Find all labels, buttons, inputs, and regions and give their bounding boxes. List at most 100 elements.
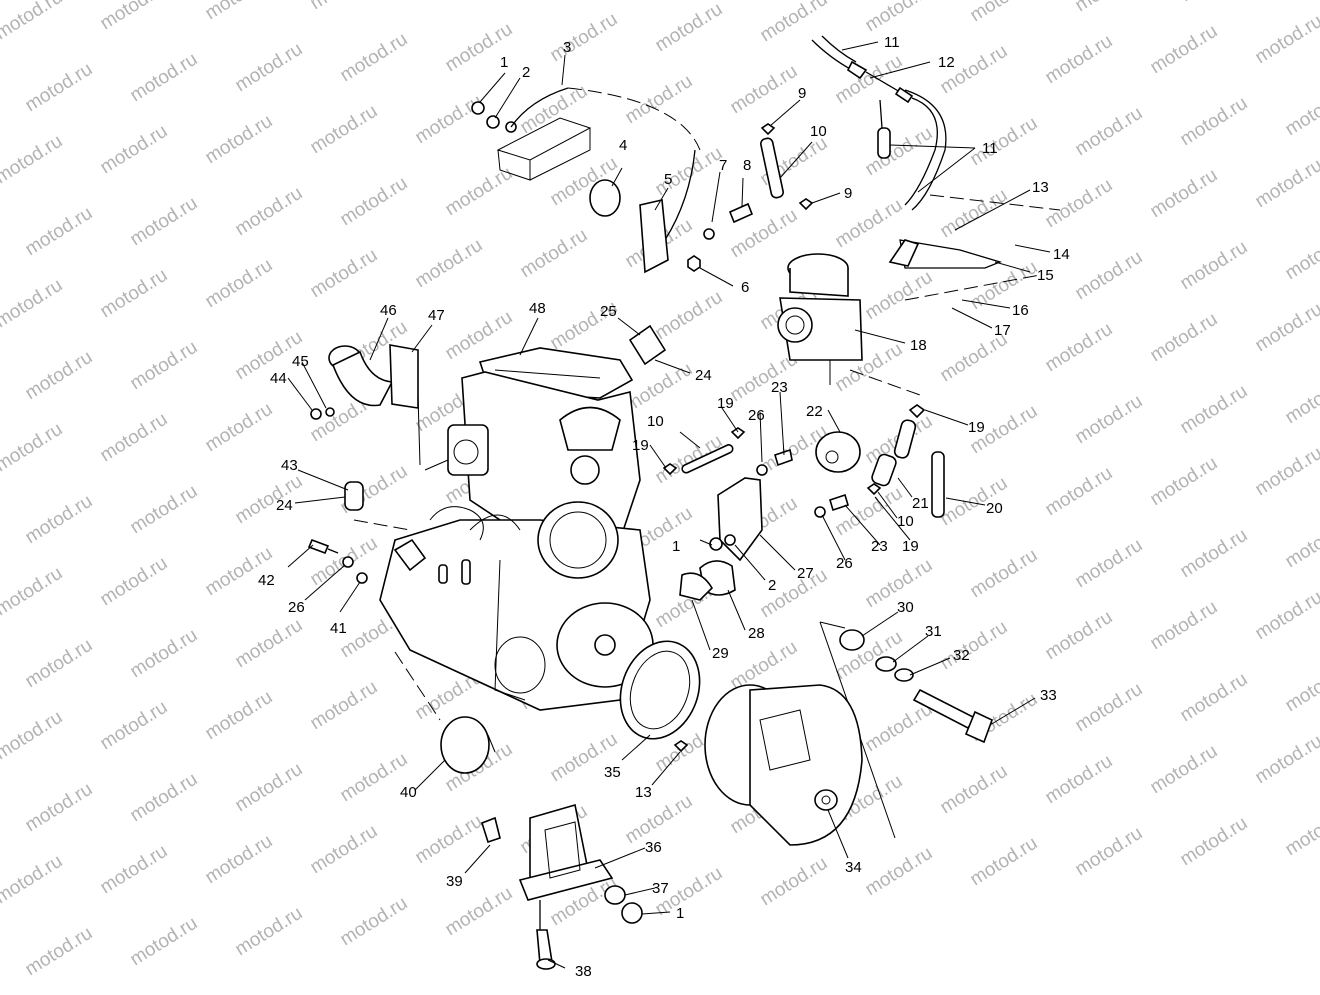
callout-39: 39 [446,873,463,890]
watermark-text: motod.ru [862,267,937,325]
watermark-text: motod.ru [232,759,307,817]
watermark-text: motod.ru [652,287,727,345]
callout-26: 26 [836,555,853,572]
watermark-text: motod.ru [97,265,172,323]
callout-13: 13 [635,784,652,801]
watermark-text: motod.ru [1177,381,1252,439]
watermark-text: motod.ru [412,91,487,149]
callout-1: 1 [676,905,684,922]
watermark-text: motod.ru [442,883,517,941]
callout-44: 44 [270,370,287,387]
watermark-text: motod.ru [97,841,172,899]
callout-19: 19 [717,395,734,412]
callout-34: 34 [845,859,862,876]
watermark-text: motod.ru [307,245,382,303]
watermark-text: motod.ru [1177,237,1252,295]
watermark-text: motod.ru [1147,597,1222,655]
callout-10: 10 [810,123,827,140]
callout-3: 3 [563,39,571,56]
callout-26: 26 [748,407,765,424]
watermark-text: motod.ru [202,399,277,457]
watermark-text: motod.ru [1282,83,1320,141]
watermark-text: motod.ru [22,923,97,981]
lower-mount-assembly [394,651,643,970]
watermark-text: motod.ru [97,409,172,467]
callout-7: 7 [719,157,727,174]
plug-cap-upper [628,324,667,366]
watermark-text: motod.ru [517,225,592,283]
watermark-text: motod.ru [232,183,307,241]
callout-38: 38 [575,963,592,980]
callout-14: 14 [1053,246,1070,263]
watermark-text: motod.ru [1282,371,1320,429]
callout-15: 15 [1037,267,1054,284]
watermark-text: motod.ru [0,707,66,765]
watermark-text: motod.ru [757,0,832,46]
callout-31: 31 [925,623,942,640]
callout-43: 43 [281,457,298,474]
watermark-text: motod.ru [202,111,277,169]
right-hoses [849,369,945,518]
watermark-text: motod.ru [622,359,697,417]
watermark-text: motod.ru [1177,93,1252,151]
watermark-text: motod.ru [97,0,172,34]
watermark-text: motod.ru [937,761,1012,819]
watermark-text: motod.ru [1282,803,1320,861]
watermark-text: motod.ru [97,121,172,179]
callout-11: 11 [982,140,998,157]
watermark-text: motod.ru [1282,515,1320,573]
watermark-text: motod.ru [1252,11,1320,69]
watermark-text: motod.ru [1042,463,1117,521]
watermark-text: motod.ru [727,637,802,695]
watermark-text: motod.ru [337,173,412,231]
watermark-text: motod.ru [0,275,66,333]
watermark-text: motod.ru [22,779,97,837]
callout-1: 1 [500,54,508,71]
watermark-text: motod.ru [127,481,202,539]
callout-45: 45 [292,353,309,370]
watermark-text: motod.ru [1252,587,1320,645]
callout-6: 6 [741,279,749,296]
watermark-text: motod.ru [1252,731,1320,789]
watermark-text: motod.ru [307,677,382,735]
watermark-text: motod.ru [0,0,66,44]
callout-24: 24 [695,367,712,384]
callout-23: 23 [771,379,788,396]
watermark-text: motod.ru [652,0,727,56]
watermark-text: motod.ru [1177,669,1252,727]
callout-8: 8 [743,157,751,174]
watermark-text: motod.ru [232,39,307,97]
callout-22: 22 [806,403,823,420]
watermark-text: motod.ru [22,491,97,549]
watermark-text: motod.ru [232,471,307,529]
callout-18: 18 [910,337,927,354]
callout-4: 4 [619,137,627,154]
watermark-text: motod.ru [1252,155,1320,213]
callout-labels: 1 2 3 4 5 6 7 8 9 9 10 11 11 12 13 14 15… [258,34,1070,980]
callout-25: 25 [600,303,617,320]
watermark-text: motod.ru [1252,299,1320,357]
callout-47: 47 [428,307,445,324]
watermark-text: motod.ru [652,143,727,201]
watermark-text: motod.ru [547,9,622,67]
watermark-text: motod.ru [862,0,937,36]
left-fasteners [307,538,368,584]
watermark-text: motod.ru [1177,813,1252,871]
callout-36: 36 [645,839,662,856]
watermark-text: motod.ru [1177,0,1252,6]
watermark-text: motod.ru [967,257,1042,315]
watermark-text: motod.ru [22,203,97,261]
watermark-text: motod.ru [1147,453,1222,511]
watermark-text: motod.ru [832,195,907,253]
watermark-text: motod.ru [0,131,66,189]
watermark-text: motod.ru [967,113,1042,171]
watermark-text: motod.ru [127,193,202,251]
watermark-text: motod.ru [1147,309,1222,367]
callout-19: 19 [902,538,919,555]
watermark-text: motod.ru [1282,659,1320,717]
watermark-text: motod.ru [1072,103,1147,161]
callout-35: 35 [604,764,621,781]
watermark-text: motod.ru [202,687,277,745]
watermark-text: motod.ru [202,831,277,889]
callout-2: 2 [768,577,776,594]
